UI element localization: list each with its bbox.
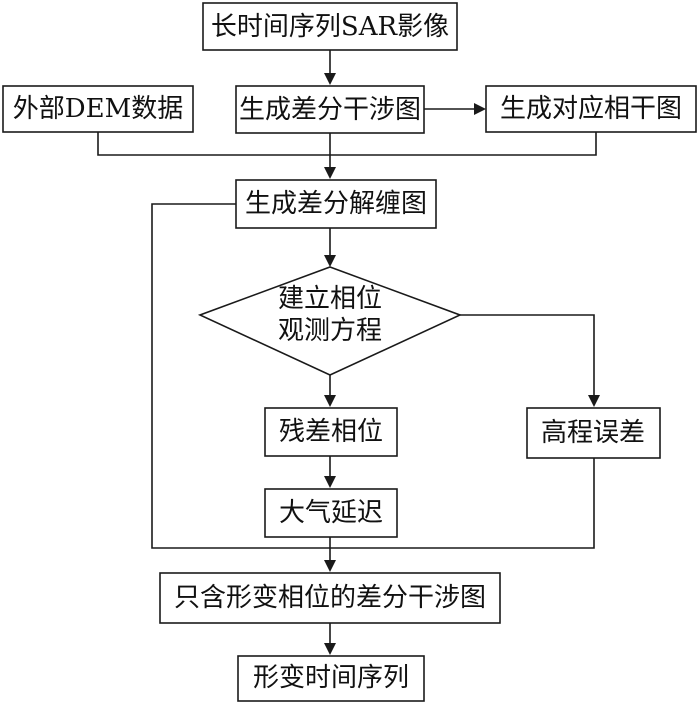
- node-label: 长时间序列SAR影像: [211, 12, 449, 42]
- node-box: [235, 85, 425, 134]
- arrowhead: [324, 395, 336, 407]
- node-residual-phase: 残差相位: [264, 407, 398, 457]
- node-external-dem: 外部DEM数据: [2, 85, 194, 133]
- node-label: 生成差分干涉图: [239, 95, 421, 125]
- connectors: [97, 50, 600, 655]
- node-label: 只含形变相位的差分干涉图: [174, 583, 486, 613]
- decision-diamond: [197, 266, 463, 376]
- node-label: 高程误差: [541, 418, 645, 448]
- arrowhead: [474, 103, 486, 115]
- node-sar-images: 长时间序列SAR影像: [202, 2, 458, 51]
- arrowhead: [324, 476, 336, 488]
- arrowhead: [324, 560, 336, 572]
- node-label: 残差相位: [279, 417, 383, 447]
- node-box: [264, 407, 398, 457]
- node-box: [264, 488, 398, 538]
- node-label-line2: 观测方程: [278, 316, 382, 346]
- node-box: [235, 179, 437, 229]
- node-phase-equation: 建立相位 观测方程: [197, 266, 463, 376]
- node-box: [485, 85, 697, 133]
- node-deformation-interferogram: 只含形变相位的差分干涉图: [159, 572, 501, 624]
- arrowhead: [324, 167, 336, 179]
- node-elevation-error: 高程误差: [526, 407, 661, 459]
- edge-unwrapped-loop: [151, 203, 330, 549]
- edge-equation-to-elevation: [460, 314, 595, 395]
- node-box: [159, 572, 501, 624]
- arrowhead: [588, 395, 600, 407]
- node-box: [237, 655, 425, 702]
- node-atmospheric-delay: 大气延迟: [264, 488, 398, 538]
- node-unwrapped-map: 生成差分解缠图: [235, 179, 437, 229]
- node-box: [202, 2, 458, 51]
- node-diff-interferogram: 生成差分干涉图: [235, 85, 425, 134]
- edge-merge-bar: [97, 132, 597, 156]
- node-box: [2, 85, 194, 133]
- node-label: 生成差分解缠图: [245, 189, 427, 219]
- node-deformation-time-series: 形变时间序列: [237, 655, 425, 702]
- arrowhead: [324, 643, 336, 655]
- node-label: 生成对应相干图: [500, 94, 682, 124]
- node-label-line1: 建立相位: [278, 284, 382, 314]
- node-coherence-map: 生成对应相干图: [485, 85, 697, 133]
- edge-elevation-to-bar: [330, 458, 595, 549]
- arrowhead: [324, 255, 336, 267]
- arrowhead: [324, 73, 336, 85]
- node-label: 大气延迟: [279, 498, 383, 528]
- node-box: [526, 407, 661, 459]
- node-label: 外部DEM数据: [13, 94, 183, 124]
- node-label: 形变时间序列: [253, 663, 409, 693]
